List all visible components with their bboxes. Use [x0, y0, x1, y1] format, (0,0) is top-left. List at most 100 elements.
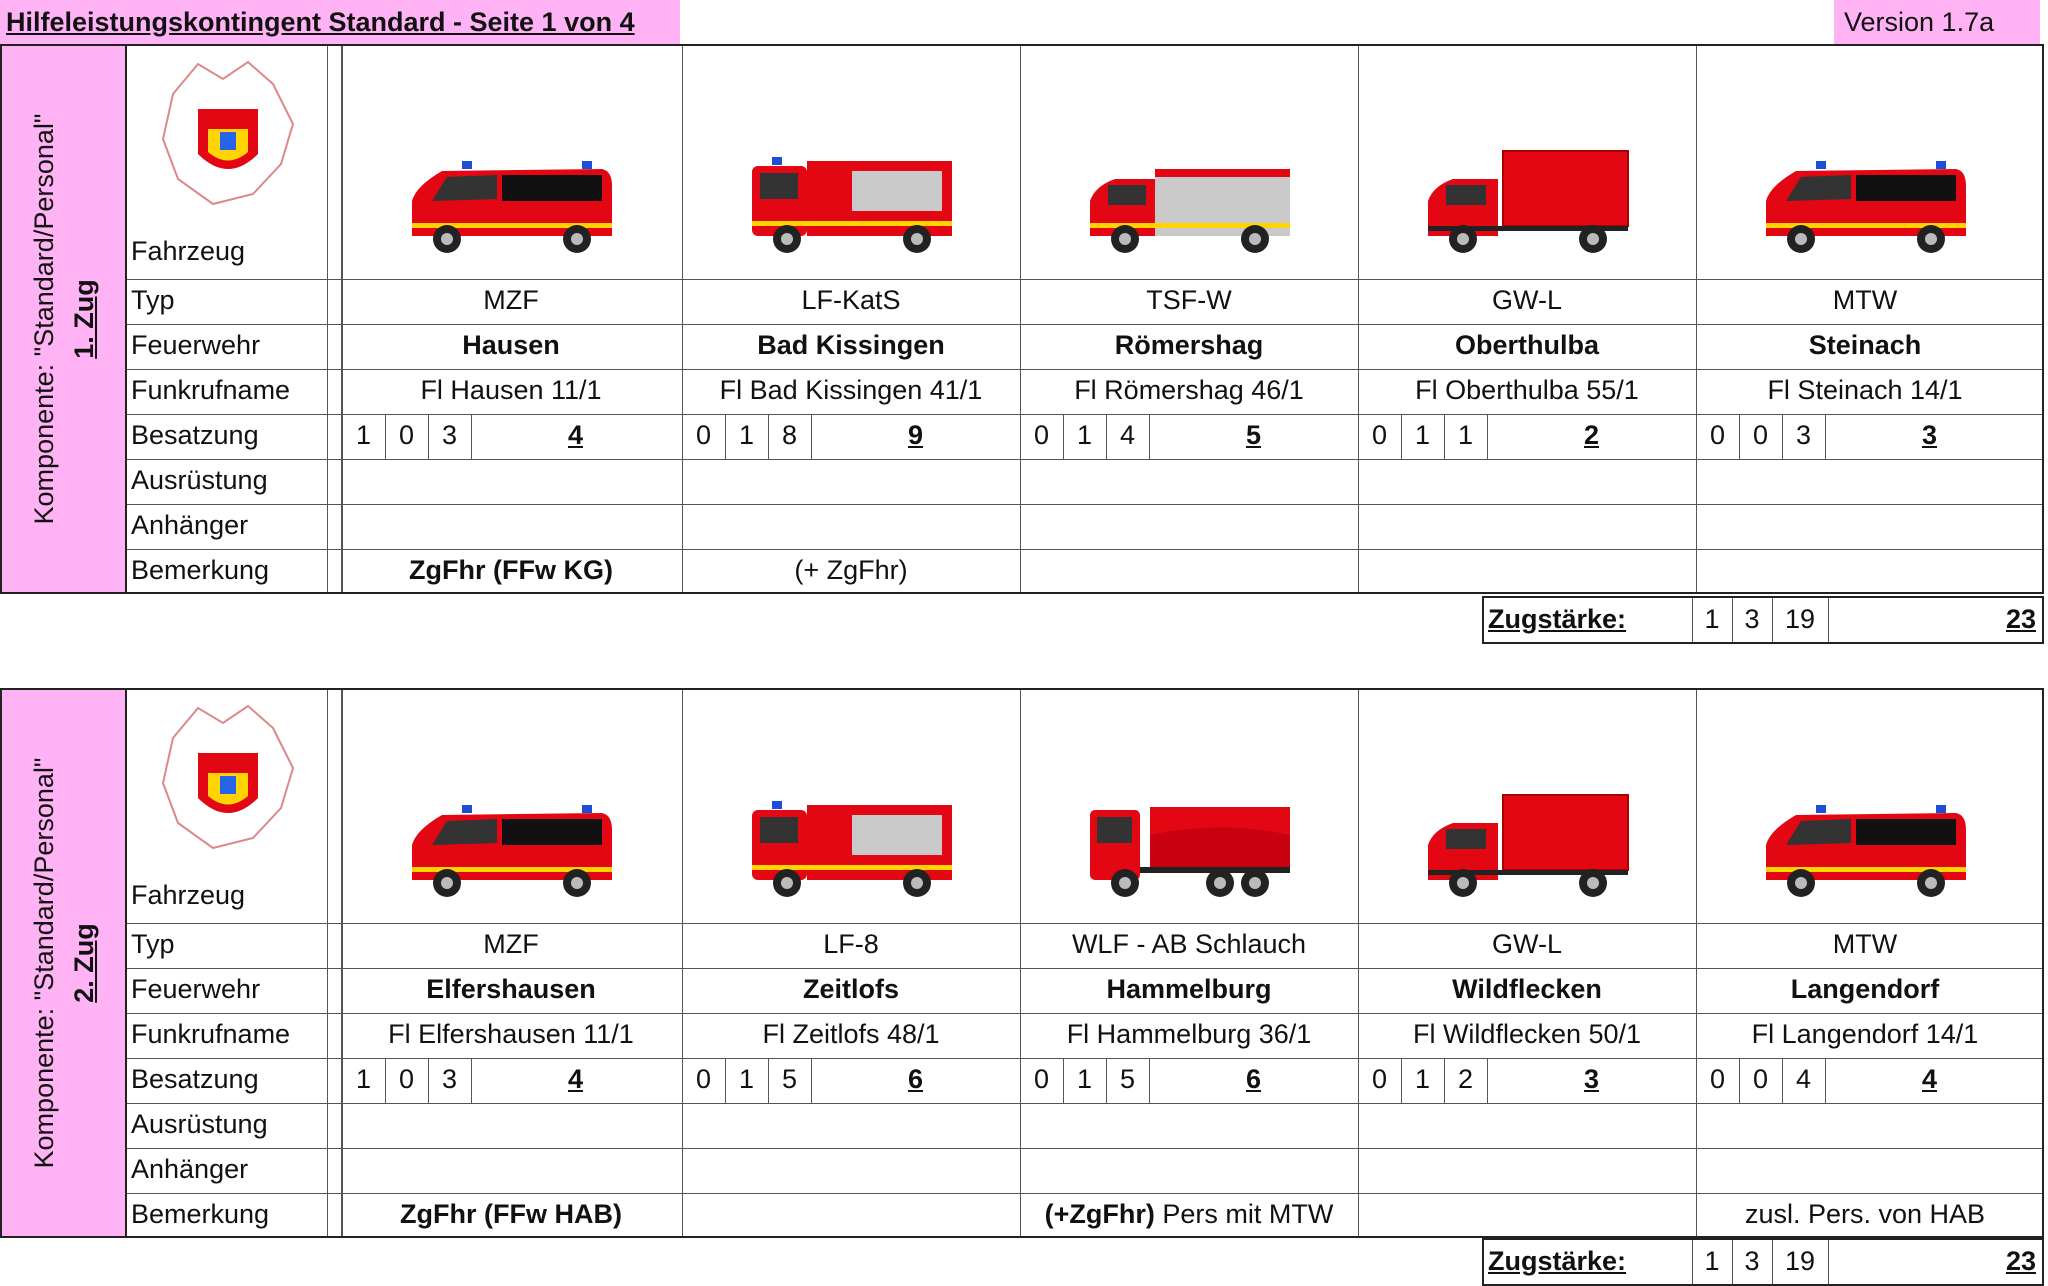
zugstaerke-row: Zugstärke: 1 3 19 23	[1482, 1238, 2044, 1286]
besatzung-count: 1	[355, 420, 372, 450]
besatzung-count: 1	[1414, 1064, 1431, 1094]
besatzung-count: 0	[1752, 420, 1769, 450]
funkrufname: Fl Römershag 46/1	[1074, 375, 1304, 405]
besatzung-count: 1	[355, 1064, 372, 1094]
funkrufname: Fl Hausen 11/1	[420, 375, 602, 405]
besatzung-count: 4	[1795, 1064, 1812, 1094]
van-icon	[402, 785, 622, 915]
feuerwehr-name: Wildflecken	[1452, 974, 1602, 1004]
row-label: Anhänger	[131, 510, 249, 540]
besatzung-count: 0	[1371, 1064, 1388, 1094]
row-label: Anhänger	[131, 1154, 249, 1184]
feuerwehr-name: Bad Kissingen	[757, 330, 945, 360]
zugstaerke-total: 23	[2005, 1246, 2036, 1276]
feuerwehr-name: Oberthulba	[1454, 330, 1599, 360]
komponente-sidebar: Komponente: "Standard/Personal" 2. Zug	[2, 690, 127, 1236]
van-icon	[402, 141, 622, 271]
besatzung-count: 4	[1119, 420, 1136, 450]
besatzung-count: 0	[695, 420, 712, 450]
row-label: Bemerkung	[131, 555, 270, 585]
funkrufname: Fl Bad Kissingen 41/1	[719, 375, 983, 405]
van-icon	[1756, 141, 1976, 271]
bemerkung: ZgFhr (FFw HAB)	[400, 1199, 622, 1229]
feuerwehr-name: Hausen	[462, 330, 560, 360]
box-truck-icon	[1418, 785, 1638, 915]
version-label: Version 1.7a	[1834, 0, 2040, 44]
feuerwehr-name: Elfershausen	[426, 974, 596, 1004]
besatzung-total: 6	[1245, 1064, 1262, 1094]
roll-off-truck-icon	[1080, 785, 1300, 915]
bemerkung: zusl. Pers. von HAB	[1744, 1199, 1986, 1229]
besatzung-total: 4	[567, 420, 584, 450]
vehicle-type: MZF	[483, 929, 539, 959]
zug-label: 1. Zug	[68, 279, 99, 359]
besatzung-count: 0	[1752, 1064, 1769, 1094]
besatzung-count: 8	[781, 420, 798, 450]
row-label: Ausrüstung	[131, 1109, 268, 1139]
zugstaerke-row: Zugstärke: 1 3 19 23	[1482, 596, 2044, 644]
besatzung-count: 0	[1033, 420, 1050, 450]
row-label: Besatzung	[131, 1064, 259, 1094]
vehicle-type: GW-L	[1491, 929, 1562, 959]
feuerwehr-logo	[133, 698, 323, 868]
besatzung-count: 0	[1709, 1064, 1726, 1094]
zugstaerke-count: 1	[1704, 604, 1720, 634]
row-label: Feuerwehr	[131, 330, 261, 360]
row-label: Bemerkung	[131, 1199, 270, 1229]
bemerkung: ZgFhr (FFw KG)	[409, 555, 613, 585]
besatzung-count: 0	[1709, 420, 1726, 450]
row-label: Ausrüstung	[131, 465, 268, 495]
besatzung-count: 0	[695, 1064, 712, 1094]
besatzung-total: 4	[1921, 1064, 1938, 1094]
row-label: Fahrzeug	[131, 880, 246, 910]
besatzung-total: 9	[907, 420, 924, 450]
zugstaerke-label: Zugstärke:	[1488, 604, 1627, 634]
vehicle-type: MTW	[1832, 929, 1898, 959]
vehicle-type: TSF-W	[1146, 285, 1232, 315]
funkrufname: Fl Wildflecken 50/1	[1412, 1019, 1642, 1049]
vehicle-type: GW-L	[1491, 285, 1562, 315]
zugstaerke-count: 19	[1784, 604, 1816, 634]
besatzung-total: 3	[1921, 420, 1938, 450]
page-title: Hilfeleistungskontingent Standard - Seit…	[0, 0, 680, 44]
vehicle-type: LF-KatS	[801, 285, 901, 315]
vehicle-type: LF-8	[823, 929, 879, 959]
besatzung-total: 2	[1583, 420, 1600, 450]
komponente-sidebar: Komponente: "Standard/Personal" 1. Zug	[2, 46, 127, 592]
vehicle-type: MZF	[483, 285, 539, 315]
besatzung-count: 1	[1076, 420, 1093, 450]
row-label: Typ	[131, 285, 175, 315]
besatzung-count: 1	[738, 420, 755, 450]
besatzung-total: 5	[1245, 420, 1262, 450]
row-label: Fahrzeug	[131, 236, 246, 266]
besatzung-count: 1	[1457, 420, 1474, 450]
besatzung-count: 0	[1371, 420, 1388, 450]
vehicle-type: WLF - AB Schlauch	[1071, 929, 1307, 959]
besatzung-total: 3	[1583, 1064, 1600, 1094]
feuerwehr-name: Römershag	[1114, 330, 1264, 360]
komponente-label: Komponente: "Standard/Personal"	[28, 757, 59, 1169]
feuerwehr-name: Zeitlofs	[802, 974, 899, 1004]
zugstaerke-count: 3	[1744, 1246, 1760, 1276]
komponente-label: Komponente: "Standard/Personal"	[28, 113, 59, 525]
funkrufname: Fl Zeitlofs 48/1	[762, 1019, 940, 1049]
row-label: Funkrufname	[131, 375, 291, 405]
zugstaerke-label: Zugstärke:	[1488, 1246, 1627, 1276]
row-label: Typ	[131, 929, 175, 959]
besatzung-count: 3	[441, 1064, 458, 1094]
besatzung-count: 3	[441, 420, 458, 450]
row-label: Besatzung	[131, 420, 259, 450]
besatzung-count: 5	[781, 1064, 798, 1094]
besatzung-count: 5	[1119, 1064, 1136, 1094]
funkrufname: Fl Elfershausen 11/1	[388, 1019, 634, 1049]
zugstaerke-count: 3	[1744, 604, 1760, 634]
besatzung-total: 6	[907, 1064, 924, 1094]
besatzung-count: 1	[1414, 420, 1431, 450]
feuerwehr-logo	[133, 54, 323, 224]
funkrufname: Fl Oberthulba 55/1	[1415, 375, 1639, 405]
funkrufname: Fl Langendorf 14/1	[1751, 1019, 1979, 1049]
feuerwehr-name: Hammelburg	[1106, 974, 1272, 1004]
zugstaerke-total: 23	[2005, 604, 2036, 634]
